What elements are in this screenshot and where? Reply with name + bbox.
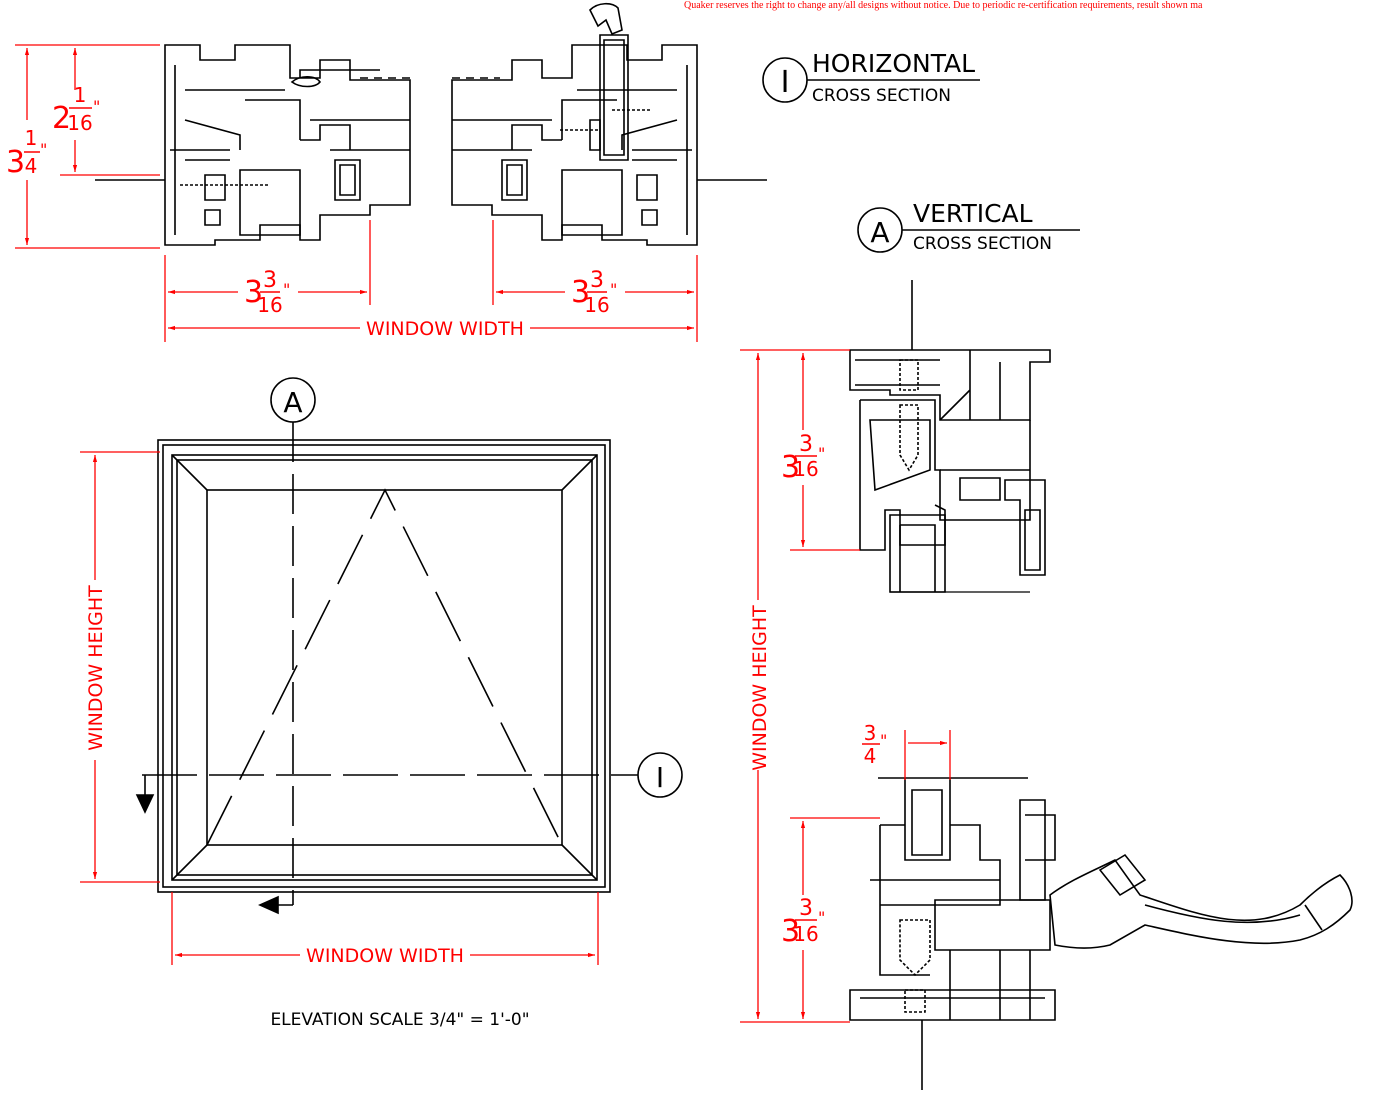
crank-handle — [1049, 858, 1353, 949]
dim-left-inch: " — [283, 280, 290, 299]
dim-inner-den: 16 — [67, 111, 92, 135]
elevation-outer-frame — [157, 439, 611, 893]
opening-direction-indicator — [206, 488, 563, 846]
dim-bottom-whole: 3 — [781, 914, 800, 949]
dim-window-width-top: WINDOW WIDTH — [366, 318, 524, 340]
vertical-head-section — [849, 280, 1051, 593]
elevation-scale-note: ELEVATION SCALE 3/4" = 1'-0" — [270, 1010, 529, 1030]
dim-height-den: 4 — [25, 154, 38, 178]
dim-right-whole: 3 — [571, 275, 590, 310]
dim-left-num: 3 — [263, 268, 277, 293]
horizontal-section-subtitle: CROSS SECTION — [812, 86, 951, 106]
dim-offset-num: 3 — [864, 721, 877, 745]
elevation-sash — [171, 454, 598, 881]
horizontal-section-marker: I — [781, 65, 790, 100]
horizontal-cross-section — [95, 2, 767, 246]
elevation-section-a-marker: A — [283, 386, 302, 419]
horizontal-section-dimensions — [15, 44, 698, 342]
elevation-dimension-labels: WINDOW HEIGHT WINDOW WIDTH — [85, 585, 464, 967]
dim-inner-whole: 2 — [52, 101, 71, 136]
vertical-section-dimensions — [740, 349, 951, 1023]
vertical-section-callout: A VERTICAL CROSS SECTION — [857, 199, 1080, 254]
dim-left-den: 16 — [257, 293, 282, 317]
disclaimer-text: Quaker reserves the right to change any/… — [684, 0, 1203, 11]
vertical-section-dimension-labels: WINDOW HEIGHT 3 3 16 " 3 3 16 " 3 4 " — [749, 432, 887, 949]
elevation-width-label: WINDOW WIDTH — [306, 945, 464, 967]
vertical-section-marker: A — [870, 216, 889, 249]
elevation-section-markers: A I — [270, 377, 683, 798]
dim-height-num: 1 — [25, 126, 38, 150]
elevation-height-label: WINDOW HEIGHT — [85, 585, 107, 751]
sash-lock-handle — [589, 2, 623, 36]
dim-window-height-right: WINDOW HEIGHT — [749, 605, 771, 771]
dim-bottom-inch: " — [818, 908, 825, 927]
dim-bottom-den: 16 — [793, 922, 818, 946]
dim-right-den: 16 — [584, 293, 609, 317]
horizontal-section-callout: I HORIZONTAL CROSS SECTION — [762, 49, 980, 106]
dim-bottom-num: 3 — [799, 896, 813, 921]
dim-inner-inch: " — [93, 97, 100, 116]
dim-right-num: 3 — [590, 268, 604, 293]
left-jamb-profile — [164, 44, 411, 246]
dim-top-num: 3 — [799, 432, 813, 457]
vertical-sill-section — [849, 777, 1353, 1090]
elevation-dimensions — [80, 451, 599, 965]
horizontal-section-title: HORIZONTAL — [812, 49, 975, 78]
vertical-section-subtitle: CROSS SECTION — [913, 234, 1052, 254]
elevation-section-i-marker: I — [656, 761, 664, 794]
dim-offset-den: 4 — [864, 744, 877, 768]
vertical-section-title: VERTICAL — [913, 199, 1033, 228]
dim-height-inch: " — [40, 140, 47, 159]
dim-top-whole: 3 — [781, 450, 800, 485]
dim-offset-inch: " — [880, 731, 887, 750]
dim-top-inch: " — [818, 444, 825, 463]
window-elevation — [135, 422, 640, 915]
horizontal-section-dimension-labels: 3 1 4 " 2 1 16 " 3 3 16 " 3 3 16 " WINDO… — [6, 83, 617, 340]
dim-height-whole: 3 — [6, 145, 25, 180]
right-jamb-profile — [451, 44, 698, 246]
dim-top-den: 16 — [793, 457, 818, 481]
dim-left-whole: 3 — [244, 275, 263, 310]
elevation-glass — [206, 489, 563, 846]
dim-inner-num: 1 — [74, 83, 87, 107]
dim-right-inch: " — [610, 280, 617, 299]
